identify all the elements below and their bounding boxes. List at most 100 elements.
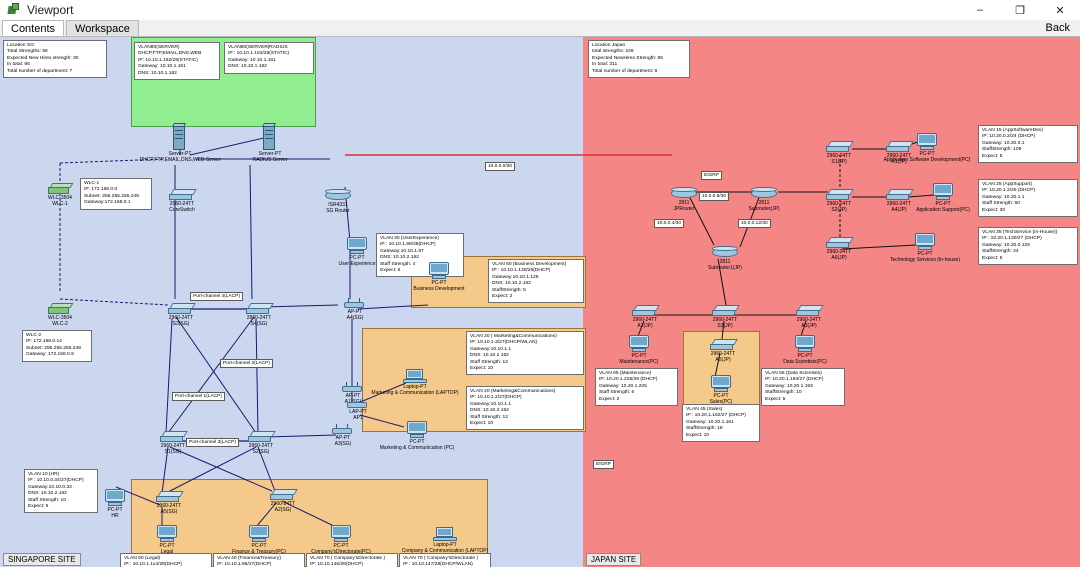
node-core-switch[interactable]: 2960-24TT CoreSwitch [162,189,202,213]
node-label: 2960-24TT S3(SG) [168,315,194,327]
node-pc-techservices[interactable]: PC-PT Technology Services (In-house) [890,233,960,263]
node-sw-a5-jp[interactable]: 2960-24TT A5(JP) [702,339,744,363]
wlc-note-2: WLC-2 IP: 172.168.0.14 Subnet: 255.255.2… [22,330,92,362]
switch-icon [712,305,740,317]
close-button[interactable]: ✕ [1055,4,1065,17]
node-ap-lap[interactable]: LAP-PT AP1 [342,398,374,421]
node-sw-s4[interactable]: 2960-24TT S4(SG) [238,303,280,327]
node-label: LAP-PT AP1 [349,409,367,421]
node-label: PC-PT Data Scientists(PC) [783,353,827,365]
node-label: 2960-24TT A5(SG) [156,503,182,515]
vlan-note-bizdev: VLAN 60 (Business Development) IP : 10.1… [488,259,584,304]
node-sw-a2-jp[interactable]: 2960-24TT A2(JP) [624,305,666,329]
minimize-button[interactable]: – [976,4,984,16]
switch-icon [169,189,197,201]
node-label: PC-PT Application Software Development(P… [883,151,971,163]
node-pc-bizdev[interactable]: PC-PT Business Development [413,262,465,292]
node-label: PC-PT Company'sDirectorate(PC) [311,543,371,555]
node-pc-finance[interactable]: PC-PT Finance & Treasury(PC) [232,525,286,555]
node-pc-sales[interactable]: PC-PT Sales(PC) [704,375,738,405]
switch-icon [248,431,276,443]
tab-contents[interactable]: Contents [2,20,65,36]
wlc-icon [48,303,74,315]
pc-icon [932,183,954,201]
router-icon [671,187,697,200]
tab-workspace[interactable]: Workspace [66,20,139,36]
vlan-note-hr: VLAN 10 (HR) IP : 10.10.0.34/27(DHCP) Ga… [24,469,98,514]
pc-icon [428,262,450,280]
node-label: PC-PT Marketing & Communication (PC) [379,439,455,451]
node-ap-a4[interactable]: AP-PT A4(SG) [338,298,372,321]
pc-icon [330,525,352,543]
switch-icon [886,141,914,153]
wlc-icon [48,183,74,195]
node-label: 2960-24TT A4(JP) [886,201,912,213]
node-pc-directorate[interactable]: PC-PT Company'sDirectorate(PC) [311,525,371,555]
node-label: AP-PT A3(SG) [334,435,352,447]
node-laptop-directorate[interactable]: Laptop-PT Company & Communication (LAPTO… [402,527,488,554]
link-label-eigrp-jp: EIGRP [701,171,722,180]
node-sw-a3-jp[interactable]: 2960-24TT A3(JP) [788,305,830,329]
node-label: 2960-24TT A2(JP) [632,317,658,329]
node-sw-a6-jp[interactable]: 2960-24TT A6(JP) [818,237,860,261]
node-sw-s1-jp[interactable]: 2960-24TT S1(JP) [818,141,860,165]
node-pc-legal[interactable]: PC-PT Legal [150,525,184,555]
node-pc-userexperience[interactable]: PC-PT User Experience [339,237,375,267]
node-server-radius[interactable]: Server-PT RADIUS Server [250,123,290,163]
switch-icon [632,305,660,317]
node-pc-appsupport[interactable]: PC-PT Application Support(PC) [916,183,970,213]
node-pc-datascientists[interactable]: PC-PT Data Scientists(PC) [783,335,827,365]
switch-icon [886,189,914,201]
vlan-note-maintenance: VLAN 65 (Maintenance) IP: 10.20.1.226/28… [595,368,678,407]
link-label-subnet-12: 10.0.0.12/30 [738,219,771,228]
node-laptop-marketing[interactable]: Laptop-PT Marketing & Communication (LAP… [371,369,459,396]
node-label: PC-PT Technology Services (In-house) [889,251,961,263]
back-link[interactable]: Back [1045,22,1070,34]
switch-icon [710,339,738,351]
node-ap-a3[interactable]: AP-PT A3(SG) [326,424,360,447]
node-label: AP-PT A4(SG) [346,309,364,321]
node-sw-s3-jp[interactable]: 2960-24TT S3(JP) [704,305,746,329]
vlan-note-directorate-laptop: VLAN 70 ( Company'sDirectorate ) IP : 10… [399,553,491,567]
node-wlc-2[interactable]: WLC-3504 WLC-2 [38,303,82,327]
switch-icon [156,491,184,503]
access-point-icon [332,424,354,435]
node-sw-s2-jp[interactable]: 2960-24TT S2(JP) [818,189,860,213]
node-pc-appsoft[interactable]: PC-PT Application Software Development(P… [884,133,970,163]
vlan-note-sales: VLAN 45 (Sales) IP : 10.20.1.162/27 (DHC… [682,404,760,443]
link-label-subnet-8: 10.0.0.8/30 [699,192,730,201]
node-jp-router[interactable]: 2811 JPRouter [664,187,704,212]
node-pc-marketing[interactable]: PC-PT Marketing & Communication (PC) [380,421,454,451]
node-label: 2960-24TT S3(JP) [712,317,738,329]
packet-tracer-icon [7,3,21,17]
node-sw-a5[interactable]: 2960-24TT A5(SG) [148,491,190,515]
pc-icon [916,133,938,151]
node-sw-a4-jp[interactable]: 2960-24TT A4(JP) [878,189,920,213]
maximize-button[interactable]: ❐ [1015,4,1025,17]
laptop-icon [433,527,457,542]
link-label-wan: 10.0.0.0/30 [485,162,516,171]
link-label-portchannel-3: Port-channel 3(LACP) [186,438,239,447]
node-wlc-1[interactable]: WLC-3504 WLC-1 [38,183,82,207]
node-sw-a2[interactable]: 2960-24TT A2(SG) [262,489,304,513]
node-sw-a1-jp[interactable]: 2960-24TT A1(JP) [878,141,920,165]
node-pc-hr[interactable]: PC-PT HR [98,489,132,519]
window-controls: – ❐ ✕ [960,0,1080,20]
vlan-note-legal: VLAN 50 (Legal) IP : 10.10.1.114/28(DHCP… [120,553,212,567]
node-sw-s1[interactable]: 2960-24TT S1(SG) [152,431,194,455]
network-diagram-canvas[interactable]: Location SG: Total Strengths: 56 Expecte… [0,37,1080,567]
node-sg-router[interactable]: ISR4331 SG Router [318,189,358,214]
node-sw-s2[interactable]: 2960-24TT S2(SG) [240,431,282,455]
vlan-note-datascientists: VLAN 55 (Data Scientists) IP: 10.20.1.19… [761,368,845,407]
access-point-icon [347,398,369,409]
vlan-note-appsupport: VLAN 25 (AppSupport) IP: 10.20.1.2/25 (D… [978,179,1078,218]
node-sw-s3[interactable]: 2960-24TT S3(SG) [160,303,202,327]
node-label: WLC-3504 WLC-2 [48,315,72,327]
node-subrouter1-jp[interactable]: 2811 Subrouter1(JP) [702,246,748,271]
node-pc-maintenance[interactable]: PC-PT Maintenance(PC) [620,335,658,365]
node-subrouter-jp[interactable]: 2811 Subrouter(JP) [742,187,786,212]
switch-icon [168,303,196,315]
site-summary-jp: Location Japan total strengths: 226 Expe… [588,40,690,79]
node-server-dhcp[interactable]: Server-PT DHCP,FTP,EMAIL,DNS,WEB Server [140,123,220,163]
pc-icon [156,525,178,543]
